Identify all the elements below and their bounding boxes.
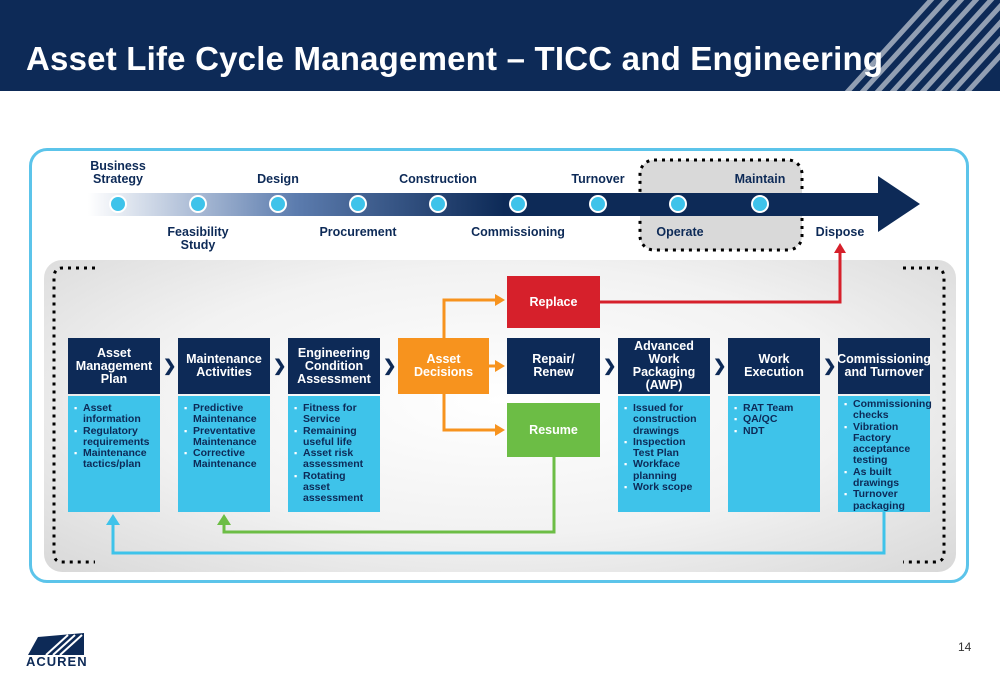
work-execution-header: Work Execution — [728, 338, 820, 394]
stage-business-strategy: Business Strategy — [90, 159, 146, 186]
stage-procurement: Procurement — [319, 225, 397, 239]
resume-box: Resume — [507, 403, 600, 457]
chevron-right-icon: ❯ — [823, 358, 837, 375]
replace-box: Replace — [507, 276, 600, 328]
timeline-dot — [509, 195, 527, 213]
timeline-dot — [429, 195, 447, 213]
chevron-right-icon: ❯ — [383, 358, 397, 375]
list-item: Predictive Maintenance — [184, 402, 264, 426]
list-item: Maintenance tactics/plan — [74, 448, 154, 471]
list-item: Workface planning — [624, 459, 704, 482]
branch-to-resume — [442, 394, 498, 432]
asset-management-plan-header: Asset Management Plan — [68, 338, 160, 394]
header-stripes-decoration — [844, 0, 1000, 91]
stage-dispose: Dispose — [815, 225, 865, 239]
commissioning-turnover-body: Commissioning checks Vibration Factory a… — [838, 396, 932, 512]
stage-operate: Operate — [656, 225, 704, 239]
maintenance-activities-body: Predictive Maintenance Preventative Main… — [178, 396, 270, 512]
engineering-condition-assessment-body: Fitness for Service Remaining useful lif… — [288, 396, 380, 512]
timeline-dot — [589, 195, 607, 213]
commissioning-turnover-header: Commissioning and Turnover — [837, 338, 931, 394]
page-title: Asset Life Cycle Management – TICC and E… — [26, 40, 884, 77]
resume-loop-arrow — [222, 457, 556, 534]
logo-text: ACUREN — [26, 654, 88, 669]
repair-renew-box: Repair/ Renew — [507, 338, 600, 394]
advanced-work-packaging-body: Issued for construction drawings Inspect… — [618, 396, 710, 512]
list-item: Issued for construction drawings — [624, 402, 704, 437]
list-item: Corrective Maintenance — [184, 448, 264, 471]
page-number: 14 — [958, 640, 972, 654]
timeline-dot — [269, 195, 287, 213]
list-item: Inspection Test Plan — [624, 436, 704, 460]
chevron-right-icon: ❯ — [603, 358, 617, 375]
panel-left-bracket — [52, 266, 95, 564]
branch-to-replace — [442, 298, 498, 338]
replace-to-dispose-arrow — [600, 250, 842, 304]
chevron-right-icon: ❯ — [273, 358, 287, 375]
list-item: QA/QC — [734, 413, 814, 425]
stage-turnover: Turnover — [571, 172, 625, 186]
stage-maintain: Maintain — [734, 172, 786, 186]
asset-decisions-box: Asset Decisions — [398, 338, 489, 394]
timeline-arrow — [88, 176, 920, 232]
list-item: Fitness for Service — [294, 402, 374, 426]
list-item: As built drawings — [844, 466, 924, 490]
list-item: Regulatory requirements — [74, 425, 154, 449]
chevron-right-icon: ❯ — [713, 358, 727, 375]
list-item: Vibration Factory acceptance testing — [844, 421, 924, 467]
list-item: RAT Team — [734, 402, 814, 414]
list-item: Rotating asset assessment — [294, 470, 374, 505]
list-item: Asset risk assessment — [294, 448, 374, 471]
chevron-right-icon: ❯ — [163, 358, 177, 375]
timeline-dot — [189, 195, 207, 213]
advanced-work-packaging-header: Advanced Work Packaging (AWP) — [618, 338, 710, 394]
header-bar: Asset Life Cycle Management – TICC and E… — [0, 0, 1000, 91]
lifecycle-loop-arrow — [111, 512, 886, 555]
timeline-dot — [751, 195, 769, 213]
list-item: NDT — [734, 425, 814, 437]
list-item: Work scope — [624, 481, 704, 493]
list-item: Preventative Maintenance — [184, 425, 264, 449]
list-item: Turnover packaging — [844, 489, 924, 512]
timeline-dot — [669, 195, 687, 213]
list-item: Remaining useful life — [294, 425, 374, 449]
work-execution-body: RAT Team QA/QC NDT — [728, 396, 820, 512]
engineering-condition-assessment-header: Engineering Condition Assessment — [288, 338, 380, 394]
timeline-dot — [349, 195, 367, 213]
stage-feasibility-study: Feasibility Study — [167, 225, 229, 252]
panel-right-bracket — [903, 266, 946, 564]
list-item: Asset information — [74, 402, 154, 426]
acuren-logo-icon — [28, 633, 84, 655]
stage-design: Design — [257, 172, 299, 186]
stage-commissioning: Commissioning — [471, 225, 565, 239]
maintenance-activities-header: Maintenance Activities — [178, 338, 270, 394]
stage-construction: Construction — [399, 172, 477, 186]
list-item: Commissioning checks — [844, 398, 932, 422]
asset-management-plan-body: Asset information Regulatory requirement… — [68, 396, 160, 512]
timeline-dot — [109, 195, 127, 213]
